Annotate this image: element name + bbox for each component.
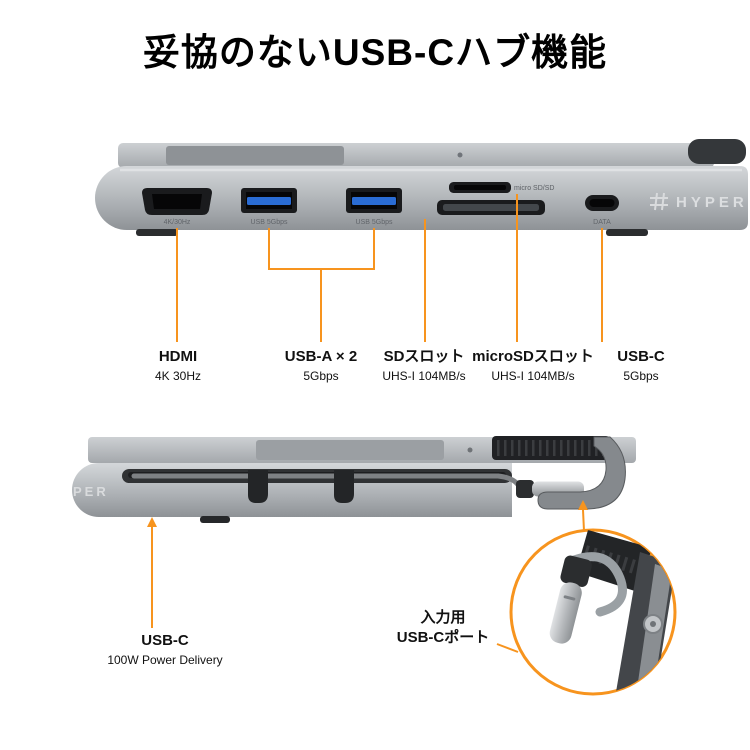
label-input-usb-c-port: 入力用 USB-Cポート — [358, 608, 528, 648]
inset-cable — [569, 552, 627, 617]
power-callout — [147, 517, 157, 628]
ribbed-grip — [492, 436, 610, 460]
strip-hole — [467, 447, 473, 453]
inset-label-line2: USB-Cポート — [396, 629, 490, 646]
hdmi-port: 4K/30Hz — [142, 188, 212, 226]
grip-tab — [334, 470, 354, 503]
hdmi-marking: 4K/30Hz — [164, 219, 191, 226]
plug-boot — [516, 480, 534, 498]
label-usb-c-power: USB-C 100W Power Delivery — [65, 632, 265, 668]
grip-tab — [248, 470, 268, 503]
microsd-inner — [454, 185, 506, 190]
port-spec: 5Gbps — [623, 369, 659, 383]
usb-a-marking: USB 5Gbps — [251, 219, 288, 226]
port-name: USB-C — [617, 348, 665, 365]
detail-inset — [496, 500, 677, 696]
clamp-end-cap — [688, 139, 746, 164]
brand-text: HYPER — [676, 194, 748, 211]
bottom-strip-recess — [256, 440, 444, 460]
port-spec: 4K 30Hz — [154, 369, 202, 383]
inset-content — [549, 530, 675, 694]
microsd-slot — [449, 182, 511, 193]
port-callout-lines — [176, 194, 603, 342]
port-name: USB-C — [141, 632, 189, 649]
usb-a-tongue — [247, 197, 291, 205]
hub-body — [95, 166, 748, 230]
rubber-foot — [136, 229, 178, 236]
inset-plug-slot — [563, 595, 576, 601]
brand-text-partial: PER — [73, 484, 109, 499]
port-spec: UHS-I 104MB/s — [491, 369, 575, 383]
port-spec: 5Gbps — [303, 369, 339, 383]
inset-arrowhead — [578, 500, 588, 510]
hub-bottom-view: PER — [72, 436, 636, 523]
inset-arrow-line — [582, 509, 585, 532]
usb-a-port-2: USB 5Gbps — [346, 188, 402, 226]
hub-top-side-view: 4K/30Hz USB 5Gbps USB 5Gbps micro — [95, 139, 748, 236]
label-microsd-slot: microSDスロット UHS-I 104MB/s — [458, 348, 608, 384]
laptop-edge-recess — [166, 146, 344, 165]
port-name: USB-A × 2 — [284, 348, 358, 365]
inset-label-line1: 入力用 — [420, 609, 466, 626]
label-usb-a: USB-A × 2 5Gbps — [246, 348, 396, 384]
inset-usb-c-plug — [549, 555, 592, 644]
hdmi-port-inner — [152, 194, 202, 209]
rubber-foot — [606, 229, 648, 236]
port-name: HDMI — [158, 348, 198, 365]
port-spec: UHS-I 104MB/s — [382, 369, 466, 383]
label-hdmi: HDMI 4K 30Hz — [103, 348, 253, 384]
usb-a-tongue — [352, 197, 396, 205]
rubber-foot — [200, 516, 230, 523]
usb-c-marking: DATA — [593, 219, 611, 226]
port-name: SDスロット — [383, 348, 465, 365]
page-title: 妥協のないUSB-Cハブ機能 — [142, 32, 608, 73]
hook-arm — [537, 436, 626, 510]
hyper-logo-icon — [650, 192, 668, 211]
inset-plug-boot — [560, 555, 592, 587]
grip-base — [492, 436, 610, 460]
power-arrowhead — [147, 517, 157, 527]
usb-a-port-1: USB 5Gbps — [241, 188, 297, 226]
port-name: microSDスロット — [472, 348, 594, 365]
inset-label-connector — [496, 643, 519, 653]
sd-inner — [443, 204, 539, 211]
usb-c-inner — [589, 199, 615, 207]
usb-a-marking: USB 5Gbps — [356, 219, 393, 226]
label-sd-slot: SDスロット UHS-I 104MB/s — [349, 348, 499, 384]
sd-slot — [437, 200, 545, 215]
port-spec: 100W Power Delivery — [107, 653, 223, 667]
usb-c-data-port: DATA — [585, 195, 619, 226]
pivot-screw-center — [650, 621, 656, 627]
card-marking: micro SD/SD — [514, 185, 554, 192]
label-usb-c: USB-C 5Gbps — [566, 348, 716, 384]
edge-hole — [457, 152, 463, 158]
